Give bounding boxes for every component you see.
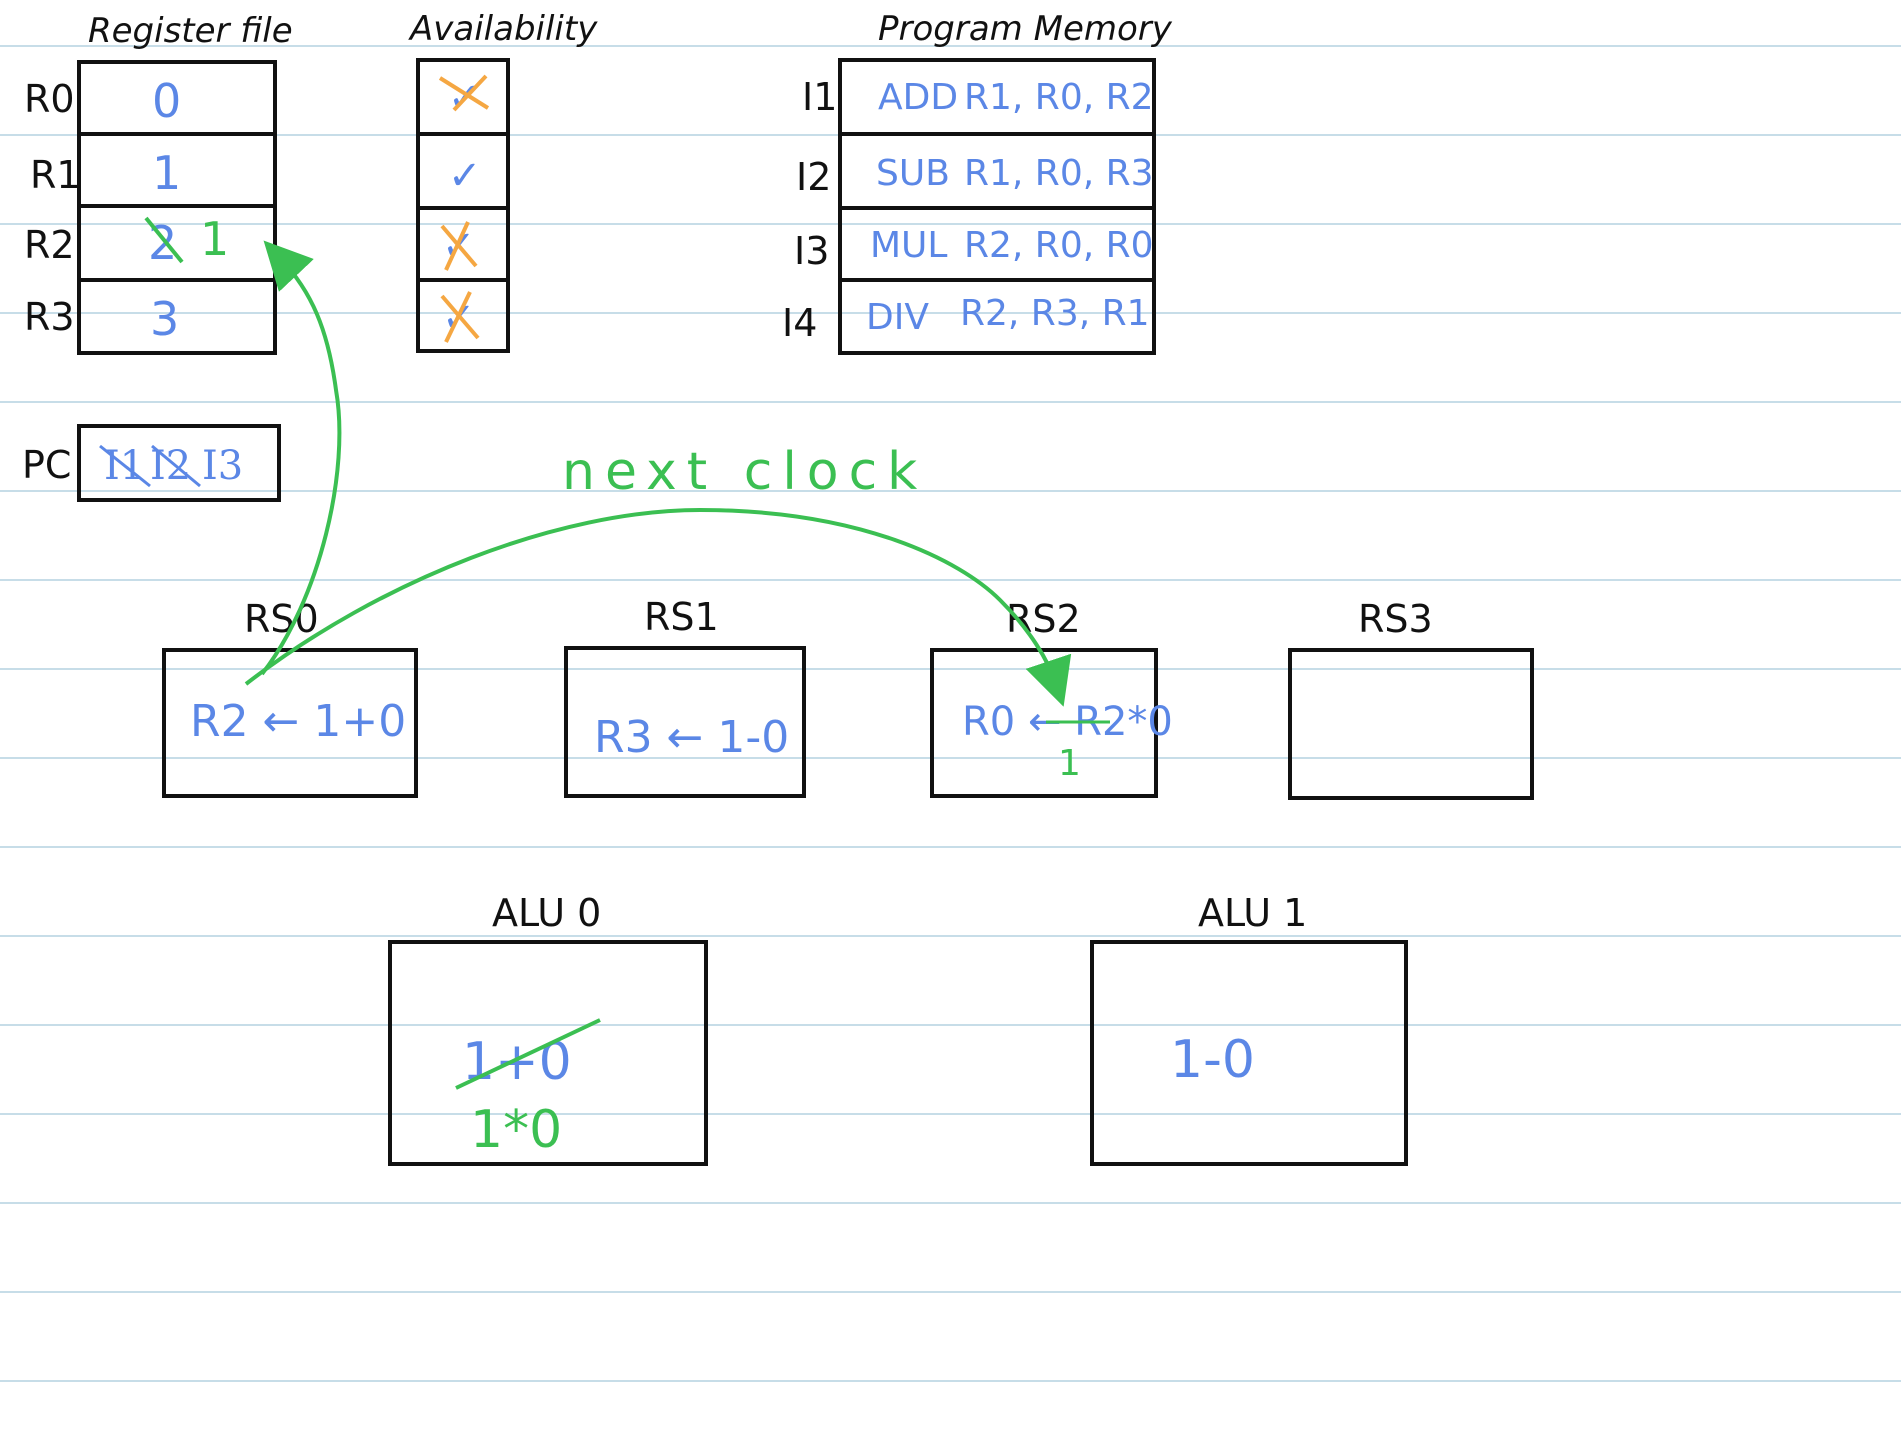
program-memory-table <box>838 58 1156 355</box>
instruction-i2-args: R1, R0, R3 <box>964 153 1154 194</box>
instruction-i2-op: SUB <box>876 153 950 194</box>
instruction-label-i4: I4 <box>782 301 818 345</box>
rs2-title: RS2 <box>1006 597 1081 641</box>
instruction-i3-args: R2, R0, R0 <box>964 225 1154 266</box>
instruction-label-i3: I3 <box>794 229 830 273</box>
instruction-i4-op: DIV <box>866 297 929 338</box>
rs2-content: R0 ← R2*0 <box>962 699 1173 745</box>
alu0-box <box>388 940 708 1166</box>
register-value-r2-old: 2 <box>148 216 178 270</box>
pc-current-value: I3 <box>202 443 244 489</box>
instruction-i3-op: MUL <box>870 225 948 266</box>
register-file-table <box>77 60 277 355</box>
pc-label: PC <box>22 443 72 487</box>
rs3-box <box>1288 648 1534 800</box>
register-value-r1: 1 <box>152 146 182 200</box>
program-memory-title: Program Memory <box>878 9 1172 49</box>
pc-old-value-2: I2 <box>150 443 192 489</box>
availability-mark-r3: ✓ <box>442 295 476 341</box>
register-label-r3: R3 <box>24 295 75 339</box>
alu0-new-value: 1*0 <box>470 1100 563 1160</box>
instruction-label-i2: I2 <box>796 155 832 199</box>
register-label-r2: R2 <box>24 223 75 267</box>
register-label-r1: R1 <box>30 153 81 197</box>
rs0-content: R2 ← 1+0 <box>190 696 407 747</box>
rs2-operand-replacement: 1 <box>1058 743 1081 784</box>
pc-old-value-1: I1 <box>104 443 146 489</box>
rs0-title: RS0 <box>244 597 319 641</box>
availability-table <box>416 58 510 353</box>
availability-mark-r2: ✓ <box>442 223 476 269</box>
next-clock-annotation: next clock <box>562 442 928 502</box>
register-value-r3: 3 <box>150 292 180 346</box>
register-file-title: Register file <box>88 11 293 51</box>
rs1-title: RS1 <box>644 595 719 639</box>
alu1-value: 1-0 <box>1170 1030 1255 1090</box>
register-value-r0: 0 <box>152 74 182 128</box>
instruction-i4-args: R2, R3, R1 <box>960 293 1150 334</box>
availability-mark-r0: ✓ <box>448 75 482 121</box>
rs1-content: R3 ← 1-0 <box>594 712 790 763</box>
instruction-i1-op: ADD <box>878 77 959 118</box>
alu1-box <box>1090 940 1408 1166</box>
availability-mark-r1: ✓ <box>448 153 482 199</box>
instruction-label-i1: I1 <box>802 75 838 119</box>
alu1-title: ALU 1 <box>1198 891 1308 935</box>
rs3-title: RS3 <box>1358 597 1433 641</box>
alu0-old-value: 1+0 <box>462 1032 572 1092</box>
register-value-r2-new: 1 <box>200 212 230 266</box>
register-label-r0: R0 <box>24 77 75 121</box>
instruction-i1-args: R1, R0, R2 <box>964 77 1154 118</box>
availability-title: Availability <box>410 9 598 49</box>
alu0-title: ALU 0 <box>492 891 602 935</box>
